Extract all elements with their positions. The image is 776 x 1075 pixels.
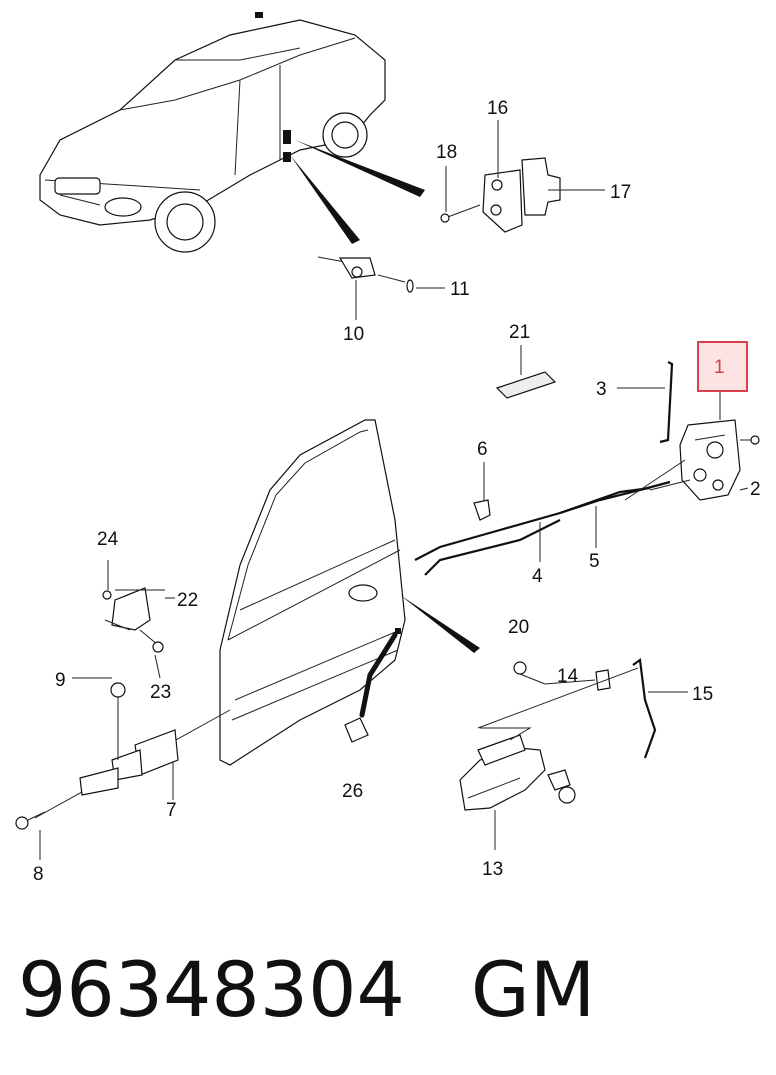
- leader-wedge-lower: [290, 155, 360, 244]
- pad-part: [495, 371, 557, 399]
- door-panel: [219, 419, 406, 766]
- callout-26[interactable]: 26: [342, 781, 363, 802]
- brand-name: GM: [470, 945, 596, 1034]
- rod-4: [414, 486, 651, 561]
- callout-16[interactable]: 16: [487, 98, 508, 119]
- exploded-parts-diagram: 1 2 3 4 5 6 7 8 9 10 11 13 14 15 16 17 1…: [15, 12, 761, 885]
- callout-4[interactable]: 4: [532, 566, 543, 587]
- bolt-and-clip: [477, 661, 639, 729]
- part-number: 96348304: [18, 945, 405, 1034]
- callout-20[interactable]: 20: [508, 617, 529, 638]
- clip-part: [473, 462, 491, 521]
- part-footer: 96348304 GM: [18, 940, 595, 1040]
- callout-21[interactable]: 21: [509, 322, 530, 343]
- callout-8[interactable]: 8: [33, 864, 44, 885]
- outer-handle-assembly: [459, 727, 576, 850]
- rod-3: [659, 361, 674, 444]
- check-link-assembly: [15, 682, 231, 860]
- callout-1[interactable]: 1: [714, 357, 725, 378]
- callout-13[interactable]: 13: [482, 859, 503, 880]
- callout-15[interactable]: 15: [692, 684, 713, 705]
- callout-6[interactable]: 6: [477, 439, 488, 460]
- callout-14[interactable]: 14: [557, 666, 579, 687]
- lower-hinge-assembly: [102, 560, 165, 653]
- callout-5[interactable]: 5: [589, 551, 600, 572]
- rod-5: [559, 480, 671, 515]
- door-latch-assembly: [679, 380, 760, 501]
- callout-23[interactable]: 23: [150, 682, 171, 703]
- callout-24[interactable]: 24: [97, 529, 119, 550]
- callout-22[interactable]: 22: [177, 590, 198, 611]
- callout-7[interactable]: 7: [166, 800, 177, 821]
- grommet-part: [344, 717, 369, 743]
- callout-17[interactable]: 17: [610, 182, 631, 203]
- callout-2[interactable]: 2: [750, 479, 761, 500]
- callout-9[interactable]: 9: [55, 670, 66, 691]
- door-check-part: [317, 256, 414, 293]
- callout-18[interactable]: 18: [436, 142, 457, 163]
- callout-11[interactable]: 11: [450, 279, 470, 300]
- rod-15: [632, 658, 657, 759]
- leader-wedge-upper: [295, 140, 425, 197]
- hinge-assembly: [440, 157, 561, 233]
- leader-wedge-door: [400, 595, 480, 653]
- car-illustration: [39, 12, 386, 253]
- callout-3[interactable]: 3: [596, 379, 607, 400]
- callout-leaders: [72, 120, 749, 679]
- callout-10[interactable]: 10: [343, 324, 364, 345]
- highlight-box: [697, 341, 748, 392]
